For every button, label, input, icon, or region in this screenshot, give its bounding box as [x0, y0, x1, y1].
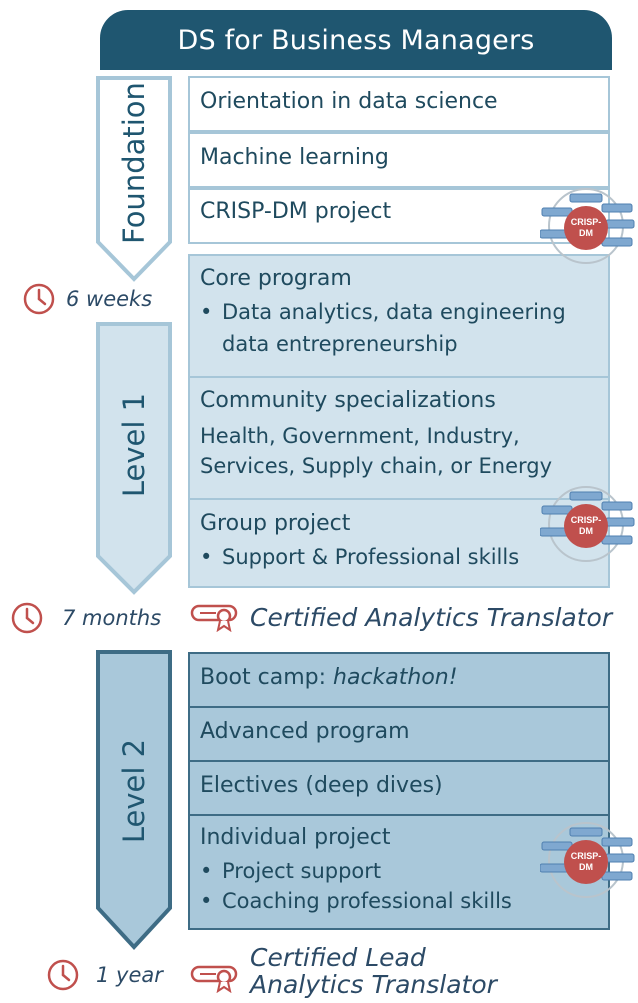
crisp-badge-text-2: DM	[579, 862, 593, 872]
duration-label: 6 weeks	[66, 287, 153, 311]
module-orientation: Orientation in data science	[188, 76, 610, 132]
module-title: Electives (deep dives)	[200, 773, 443, 798]
level2-label: Level 2	[117, 738, 151, 844]
module-machine-learning: Machine learning	[188, 132, 610, 188]
module-boot-camp: Boot camp: hackathon!	[188, 652, 610, 708]
module-title: Individual project	[200, 825, 391, 850]
module-title: Orientation in data science	[200, 89, 498, 114]
level1-label: Level 1	[117, 392, 151, 498]
module-bullet: Coaching professional skills	[200, 889, 512, 913]
certificate-level1: Certified Analytics Translator	[190, 602, 612, 632]
crisp-badge-text-2: DM	[579, 526, 593, 536]
crisp-dm-icon-graphic: CRISP- DM	[539, 188, 635, 264]
foundation-arrow: Foundation	[96, 76, 176, 282]
certificate-icon	[190, 604, 238, 632]
certificate-level2: Certified Lead Analytics Translator	[190, 944, 497, 998]
module-title: Boot camp: hackathon!	[200, 665, 458, 690]
certificate-icon	[190, 965, 238, 993]
module-title: Machine learning	[200, 145, 389, 170]
level1-arrow-shape	[96, 322, 172, 595]
module-line: Services, Supply chain, or Energy	[200, 454, 553, 478]
crisp-badge-text-1: CRISP-	[571, 851, 602, 861]
crisp-badge-text-1: CRISP-	[571, 515, 602, 525]
module-line: Health, Government, Industry,	[200, 424, 520, 448]
module-bullet-continuation: data entrepreneurship	[222, 332, 458, 356]
timeline-foundation: 6 weeks	[22, 282, 152, 316]
foundation-arrow-shape	[96, 76, 172, 282]
level2-arrow: Level 2	[96, 650, 176, 950]
clock-icon	[11, 602, 43, 634]
module-bullet: Project support	[200, 859, 381, 883]
level1-arrow: Level 1	[96, 322, 176, 595]
crisp-badge-text-2: DM	[579, 228, 593, 238]
crisp-dm-icon: CRISP- DM	[539, 186, 636, 266]
module-bullet: Data analytics, data engineering	[200, 300, 566, 324]
level2-arrow-shape	[96, 650, 172, 950]
timeline-level1: 7 months	[10, 601, 161, 635]
module-title: Advanced program	[200, 719, 410, 744]
clock-icon	[47, 959, 79, 991]
module-title-text: Boot camp:	[200, 665, 334, 690]
duration-label: 7 months	[62, 606, 162, 630]
foundation-label: Foundation	[117, 82, 151, 244]
crisp-dm-icon-graphic: CRISP- DM	[539, 486, 635, 562]
module-electives: Electives (deep dives)	[188, 760, 610, 816]
certificate-title: Certified Analytics Translator	[250, 602, 613, 632]
module-title-italic: hackathon!	[333, 665, 458, 690]
crisp-dm-icon: CRISP- DM	[539, 820, 636, 900]
certificate-title-block: Certified Lead Analytics Translator	[250, 944, 497, 998]
module-individual-project: Individual project Project support Coach…	[188, 814, 610, 930]
crisp-dm-icon-graphic: CRISP- DM	[539, 822, 635, 898]
module-title: Core program	[200, 266, 352, 291]
duration-label: 1 year	[96, 963, 163, 987]
page-title-text: DS for Business Managers	[177, 24, 535, 56]
module-group-project: Group project Support & Professional ski…	[188, 498, 610, 588]
crisp-dm-icon: CRISP- DM	[539, 484, 636, 564]
crisp-badge-text-1: CRISP-	[571, 217, 602, 227]
module-advanced-program: Advanced program	[188, 706, 610, 762]
module-community-specializations: Community specializations Health, Govern…	[188, 376, 610, 500]
clock-icon	[23, 283, 55, 315]
certificate-title-line1: Certified Lead	[250, 943, 426, 972]
module-title: Community specializations	[200, 388, 496, 413]
module-crisp-dm-project: CRISP-DM project	[188, 188, 610, 244]
module-core-program: Core program Data analytics, data engine…	[188, 254, 610, 378]
module-bullet: Support & Professional skills	[200, 545, 519, 569]
page-title: DS for Business Managers	[100, 10, 612, 70]
module-title: Group project	[200, 511, 351, 536]
module-title: CRISP-DM project	[200, 199, 392, 224]
timeline-level2: 1 year	[46, 958, 163, 992]
certificate-title-line2: Analytics Translator	[250, 970, 497, 999]
